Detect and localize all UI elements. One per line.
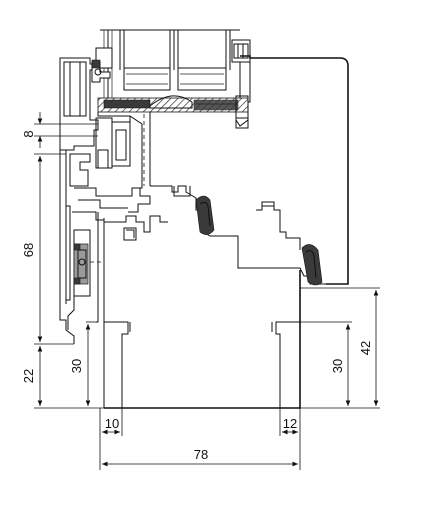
glazing-unit: [95, 29, 251, 103]
dim-label-78: 78: [194, 447, 208, 462]
dim-label-30-right: 30: [330, 359, 345, 373]
dim-label-10: 10: [105, 416, 119, 431]
dim-label-42: 42: [358, 341, 373, 355]
dim-label-30-left: 30: [69, 359, 84, 373]
dim-label-12: 12: [283, 416, 297, 431]
dimension-labels: 8 68 22 30 30 42 10 12 78: [21, 130, 373, 462]
dimension-lines: [37, 112, 379, 467]
extension-lines: [34, 123, 380, 470]
gaskets: [73, 59, 323, 286]
dim-label-22: 22: [21, 369, 36, 383]
dim-label-68: 68: [21, 243, 36, 257]
dim-label-8: 8: [21, 130, 36, 137]
frame-body: [104, 270, 301, 409]
